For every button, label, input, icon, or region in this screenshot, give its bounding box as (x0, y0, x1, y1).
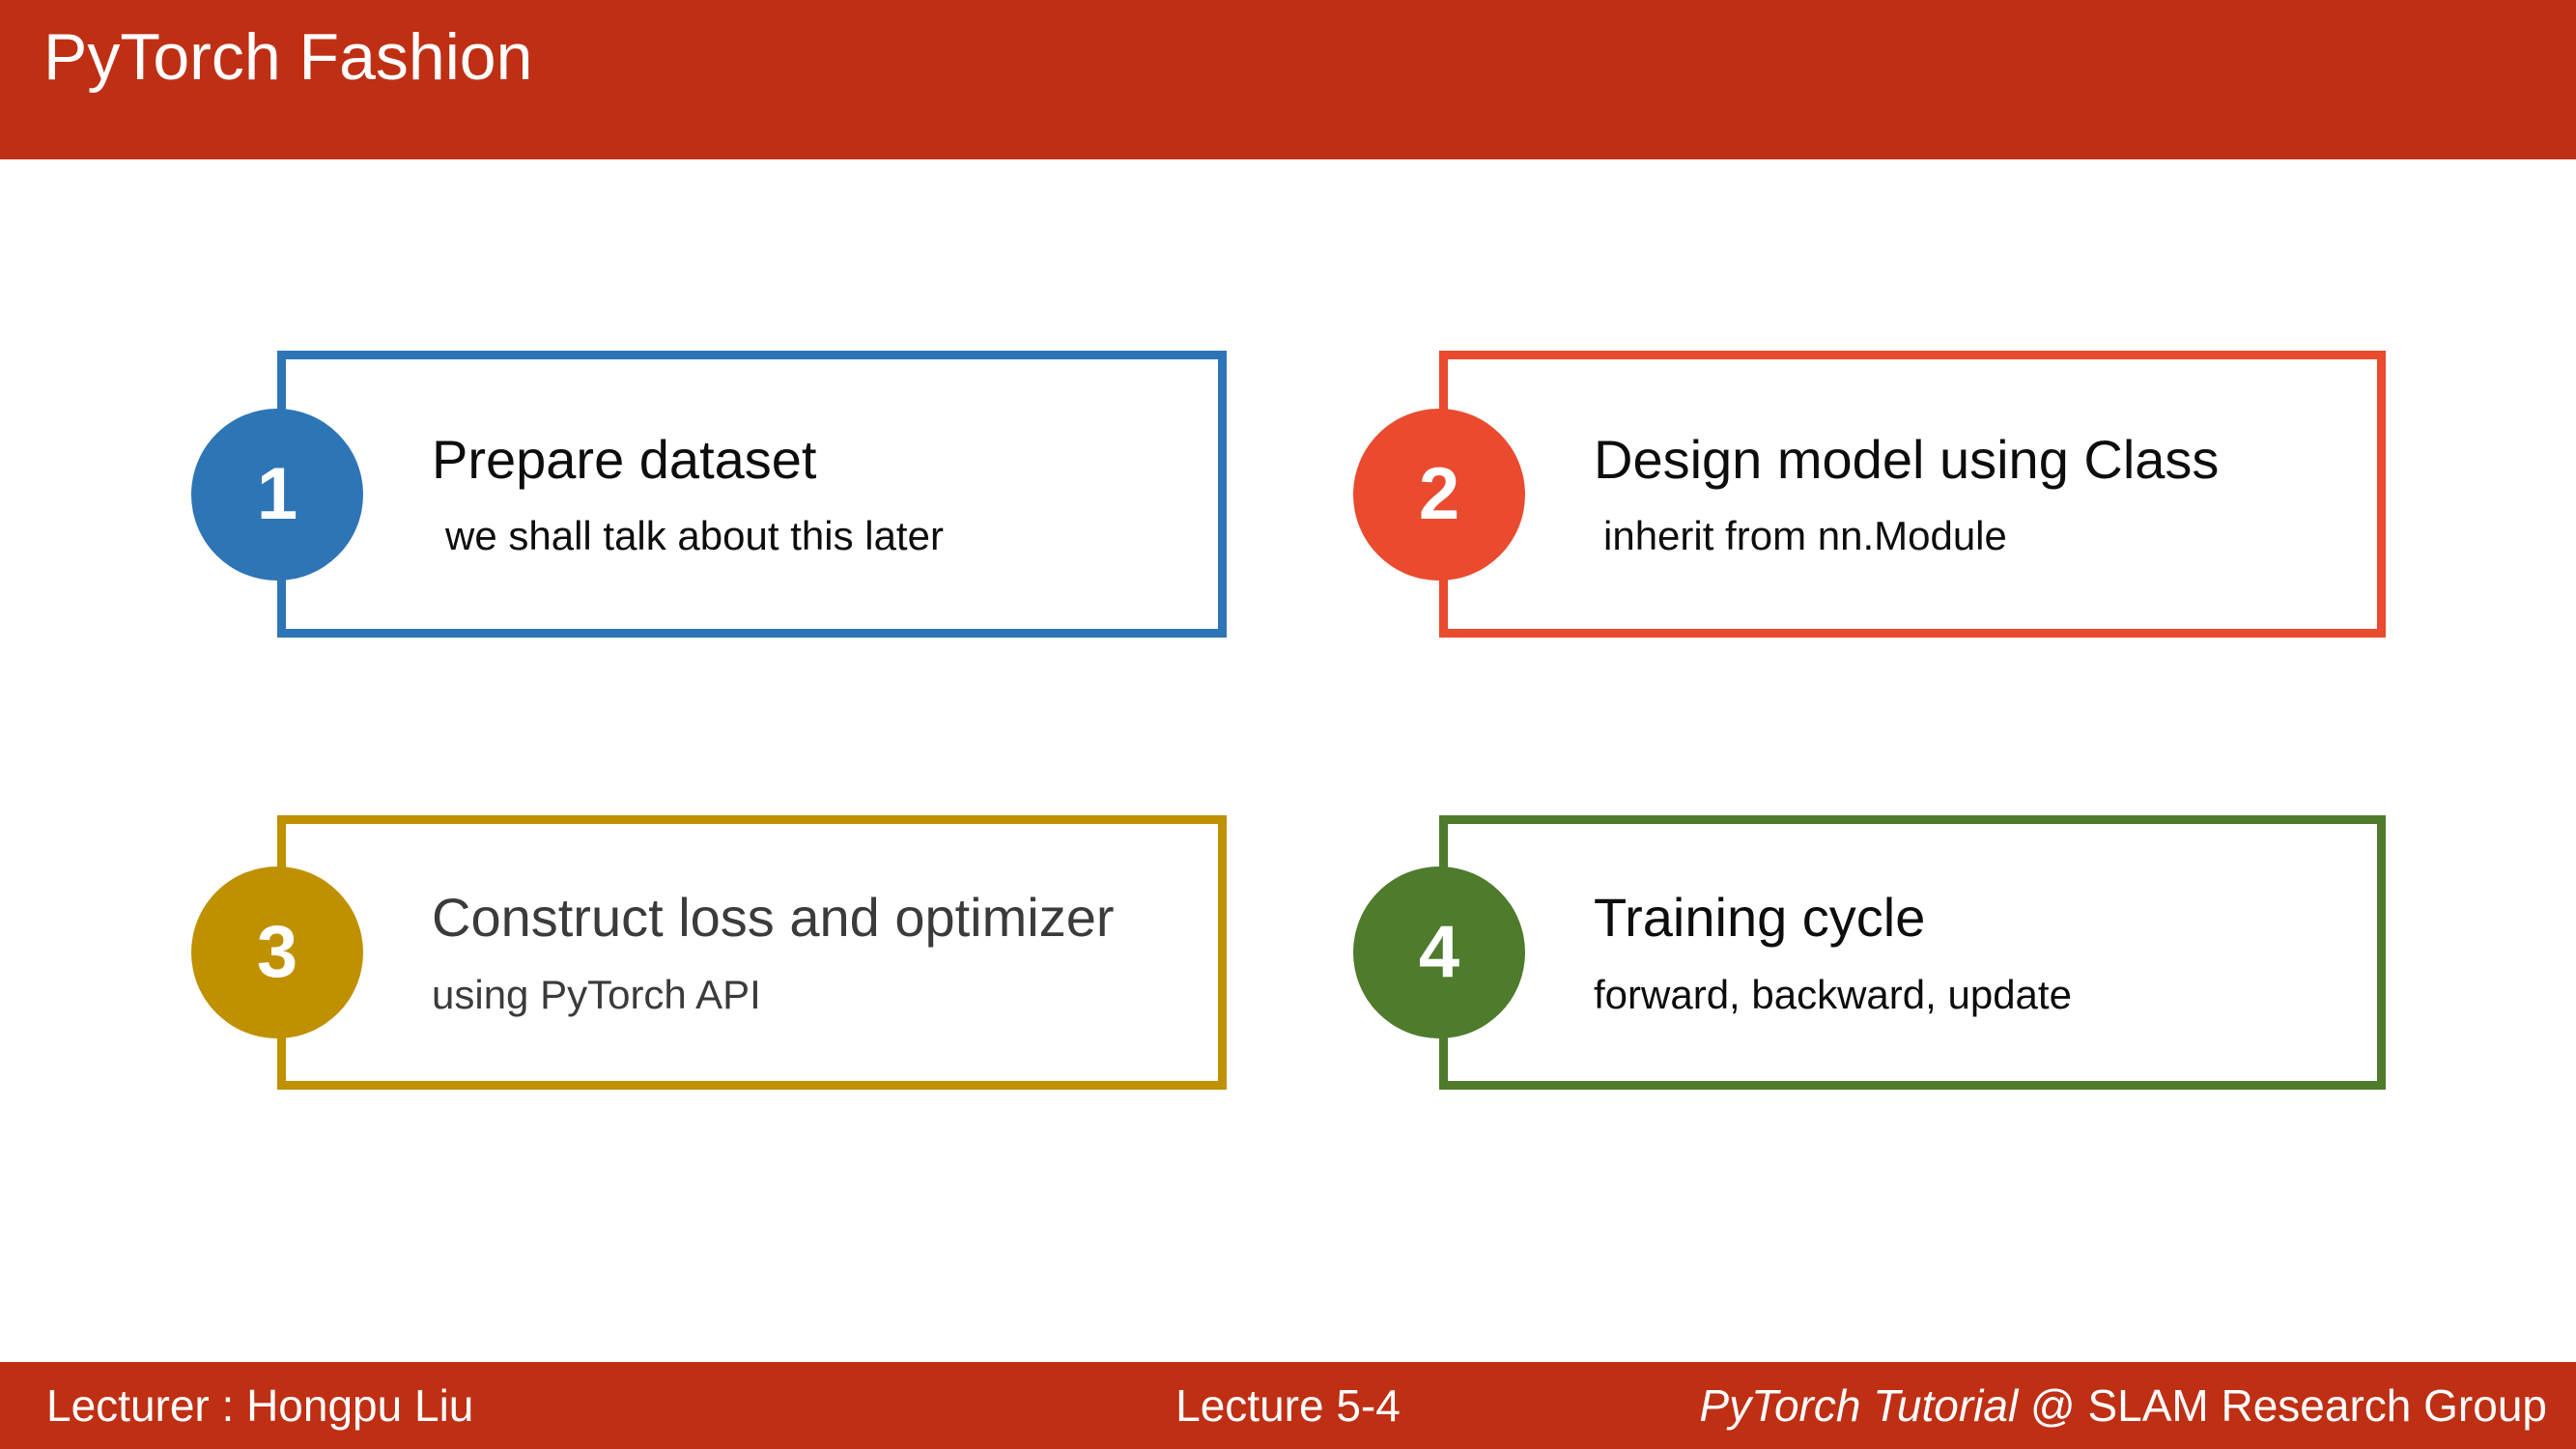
page-title: PyTorch Fashion (43, 20, 533, 94)
step-4-text-group: Training cycle forward, backward, update (1594, 815, 2357, 1090)
step-3-subtitle: using PyTorch API (432, 971, 761, 1017)
step-card-1[interactable]: 1 Prepare dataset we shall talk about th… (191, 351, 1227, 638)
step-4-number-badge: 4 (1353, 867, 1525, 1038)
step-3-title: Construct loss and optimizer (432, 887, 1115, 949)
step-card-4[interactable]: 4 Training cycle forward, backward, upda… (1353, 815, 2386, 1090)
step-3-text-group: Construct loss and optimizer using PyTor… (432, 815, 1198, 1090)
step-3-number: 3 (256, 911, 298, 993)
step-1-number-badge: 1 (191, 408, 363, 581)
footer-bar: Lecturer : Hongpu Liu Lecture 5-4 PyTorc… (0, 1362, 2576, 1449)
footer-lecture-number: Lecture 5-4 (1175, 1380, 1401, 1431)
step-2-number-badge: 2 (1353, 408, 1525, 581)
step-1-subtitle: we shall talk about this later (445, 513, 944, 559)
step-2-text-group: Design model using Class inherit from nn… (1594, 351, 2357, 638)
step-card-2[interactable]: 2 Design model using Class inherit from … (1353, 351, 2386, 638)
step-2-title: Design model using Class (1594, 428, 2220, 490)
step-4-number: 4 (1418, 911, 1460, 993)
footer-lecturer: Lecturer : Hongpu Liu (46, 1380, 474, 1431)
step-2-subtitle: inherit from nn.Module (1603, 513, 2007, 559)
step-4-title: Training cycle (1594, 887, 1926, 949)
step-1-title: Prepare dataset (432, 428, 817, 490)
header-bar: PyTorch Fashion (0, 0, 2576, 159)
footer-credit-title: PyTorch Tutorial (1699, 1380, 2019, 1431)
step-2-number: 2 (1418, 452, 1460, 535)
footer-credit: PyTorch Tutorial @ SLAM Research Group (1699, 1379, 2547, 1432)
step-3-number-badge: 3 (191, 867, 363, 1038)
step-card-3[interactable]: 3 Construct loss and optimizer using PyT… (191, 815, 1227, 1090)
footer-credit-org: @ SLAM Research Group (2018, 1380, 2547, 1431)
step-1-text-group: Prepare dataset we shall talk about this… (432, 351, 1198, 638)
step-4-subtitle: forward, backward, update (1594, 971, 2072, 1017)
step-1-number: 1 (256, 452, 298, 535)
